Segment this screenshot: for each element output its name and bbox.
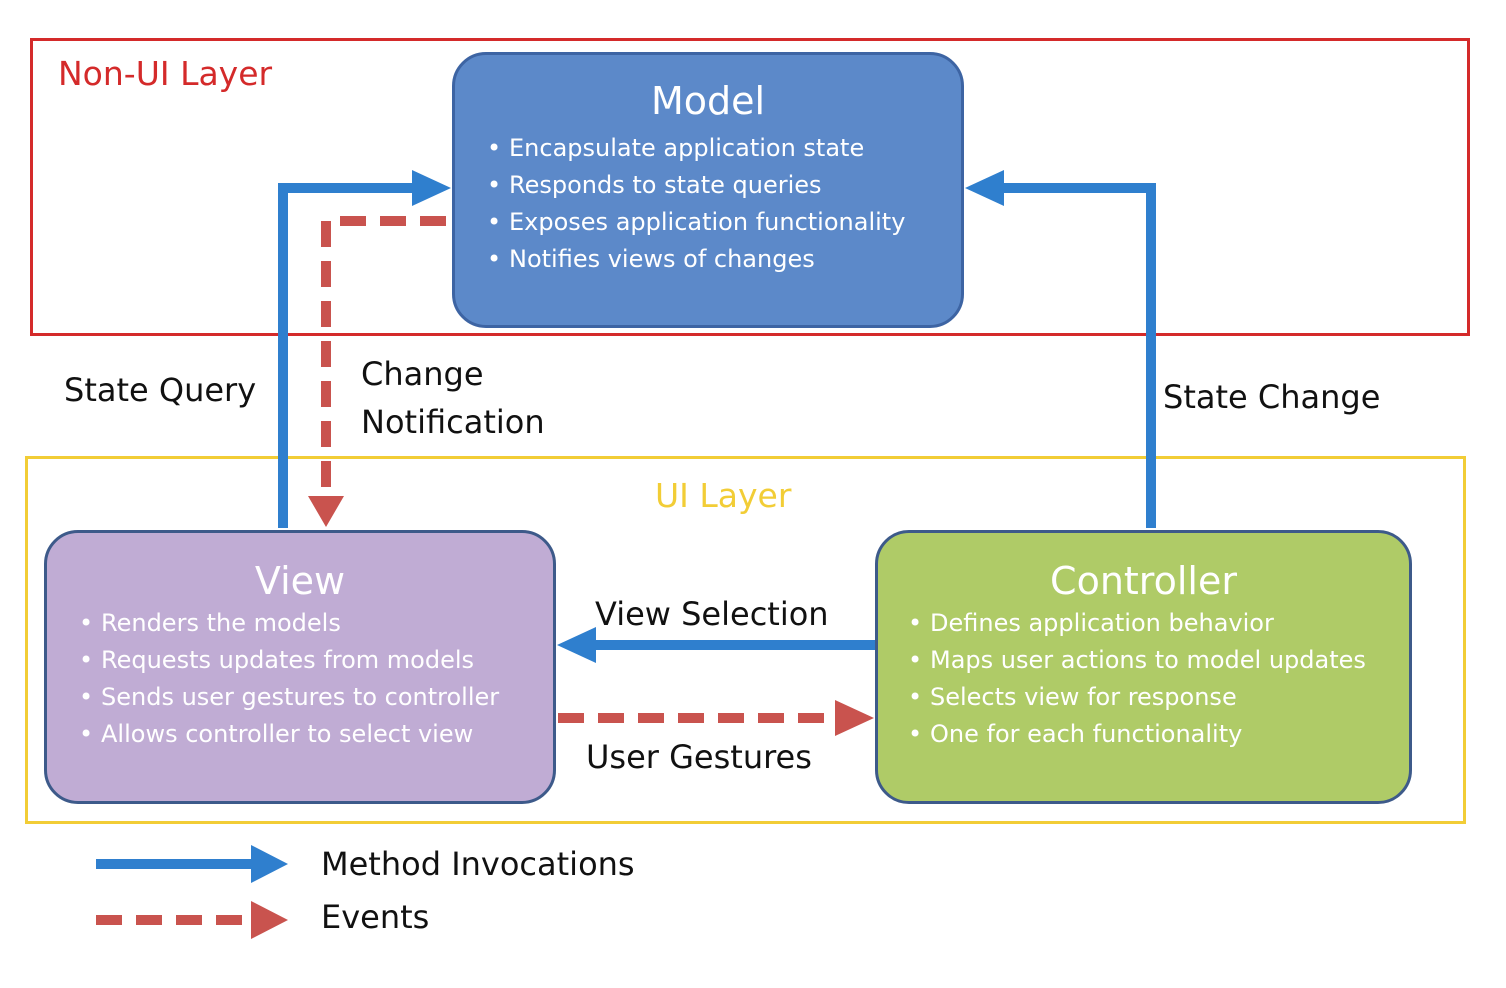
change-notification-label-line1: Change	[361, 355, 484, 393]
view-selection-arrow	[557, 627, 875, 663]
view-bullet: Requests updates from models	[79, 645, 499, 682]
view-selection-label: View Selection	[595, 595, 829, 633]
controller-title: Controller	[1050, 559, 1237, 603]
controller-bullet: Defines application behavior	[908, 608, 1366, 645]
non-ui-layer-title: Non-UI Layer	[58, 54, 273, 93]
view-title: View	[254, 559, 346, 603]
controller-box: Controller Defines application behavior …	[875, 530, 1412, 804]
state-query-label: State Query	[64, 371, 257, 409]
change-notification-arrow	[308, 216, 446, 527]
ui-layer-box	[25, 456, 1466, 824]
model-bullet: Notifies views of changes	[487, 244, 905, 281]
state-change-label: State Change	[1163, 378, 1381, 416]
view-bullet: Sends user gestures to controller	[79, 682, 499, 719]
model-bullet: Responds to state queries	[487, 170, 905, 207]
view-bullet: Renders the models	[79, 608, 499, 645]
model-bullet: Encapsulate application state	[487, 133, 905, 170]
state-query-arrow	[278, 170, 451, 528]
view-bullet: Allows controller to select view	[79, 719, 499, 756]
model-bullets: Encapsulate application state Responds t…	[487, 133, 905, 281]
view-box: View Renders the models Requests updates…	[44, 530, 556, 804]
legend-method-label: Method Invocations	[321, 845, 635, 883]
user-gestures-label: User Gestures	[586, 738, 812, 776]
non-ui-layer-box	[30, 38, 1470, 336]
state-change-arrow	[965, 170, 1156, 528]
change-notification-label: Change Notification	[361, 350, 545, 446]
view-bullets: Renders the models Requests updates from…	[79, 608, 499, 756]
model-title: Model	[650, 79, 766, 123]
change-notification-label-line2: Notification	[361, 403, 545, 441]
controller-bullet: Selects view for response	[908, 682, 1366, 719]
ui-layer-title: UI Layer	[655, 476, 792, 515]
controller-bullet: Maps user actions to model updates	[908, 645, 1366, 682]
controller-bullets: Defines application behavior Maps user a…	[908, 608, 1366, 756]
model-box: Model Encapsulate application state Resp…	[452, 52, 964, 328]
legend-event-arrow	[96, 901, 288, 939]
legend-method-arrow	[96, 845, 288, 883]
user-gestures-arrow	[558, 700, 874, 736]
controller-bullet: One for each functionality	[908, 719, 1366, 756]
model-bullet: Exposes application functionality	[487, 207, 905, 244]
legend-events-label: Events	[321, 898, 430, 936]
